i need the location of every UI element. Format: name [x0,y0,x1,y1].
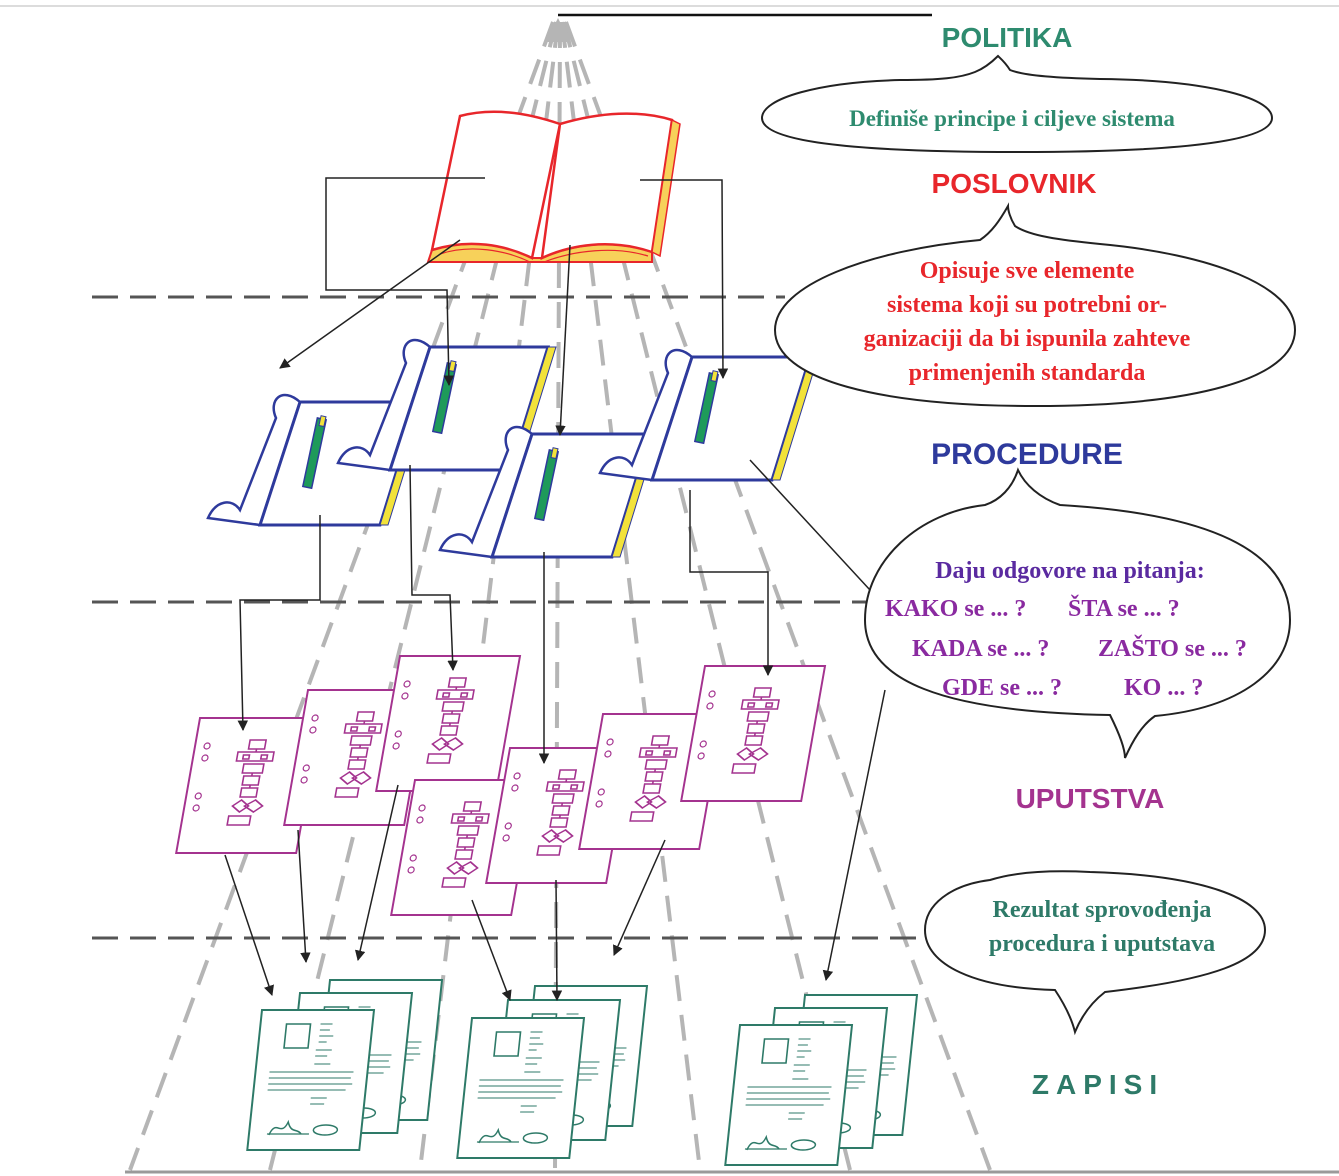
label-politika: POLITIKA [942,22,1073,53]
poslovnik-bubble [773,202,1297,408]
zapisi-bubble-text-line: procedura i uputstava [989,931,1215,957]
level-separators [92,295,925,940]
poslovnik-bubble-text-line: primenjenih standarda [909,360,1146,386]
procedure-question: KO ... ? [1124,675,1203,701]
procedure-question: KADA se ... ? [912,636,1049,662]
politika-bubble-text: Definiše principe i ciljeve sistema [849,106,1175,131]
procedure-question: ŠTA se ... ? [1068,595,1180,622]
procedure-question: GDE se ... ? [942,675,1062,701]
poslovnik-bubble-text-line: Opisuje sve elemente [920,258,1135,284]
zapisi-record-stack-icon [246,978,444,1152]
procedure-question: KAKO se ... ? [885,596,1026,622]
label-uputstva: UPUTSTVA [1016,783,1165,814]
zapisi-record-stack-icon [456,984,649,1160]
procedure-question: ZAŠTO se ... ? [1098,635,1247,662]
zapisi-bubble [923,870,1267,1036]
procedure-binder-icon [598,348,820,482]
zapisi-record-stack-icon [724,993,919,1167]
label-procedure: PROCEDURE [931,438,1123,471]
connector-arrows [224,177,886,1002]
poslovnik-book-icon [426,110,681,263]
pyramid-apex [546,18,570,42]
zapisi-bubble-text-line: Rezultat sprovođenja [993,897,1212,923]
poslovnik-bubble-text-line: sistema koji su potrebni or- [887,292,1167,318]
poslovnik-bubble-text-line: ganizaciji da bi ispunila zahteve [864,326,1191,352]
uputstva-sheet-icon [681,666,825,801]
procedure-bubble [863,467,1292,759]
politika-bubble [760,54,1274,154]
label-zapisi: ZAPISI [1032,1069,1164,1100]
procedure-bubble-title: Daju odgovore na pitanja: [935,558,1205,584]
label-poslovnik: POSLOVNIK [932,168,1097,199]
uputstva-sheet-icon [376,656,520,791]
